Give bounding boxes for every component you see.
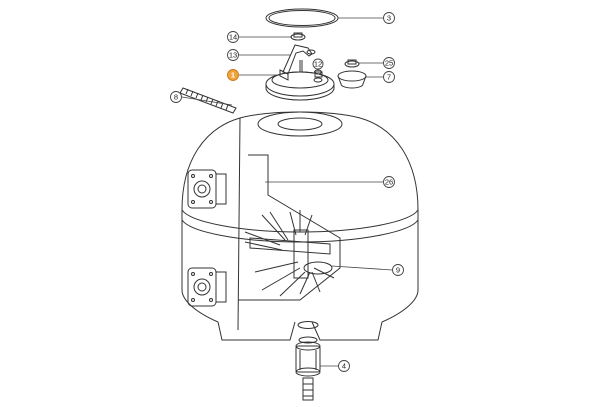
callout-12: 12 (312, 58, 324, 70)
callout-14: 14 (227, 31, 239, 43)
gauge-adapter-part (337, 59, 367, 89)
callout-25-label: 25 (385, 59, 393, 68)
callout-4-label: 4 (342, 362, 346, 371)
tank-body (181, 111, 419, 341)
callout-3: 3 (383, 12, 395, 24)
callout-14-label: 14 (229, 33, 237, 42)
callout-8-label: 8 (174, 93, 178, 102)
drain-assembly-part (295, 321, 321, 401)
threaded-rod-part (179, 87, 237, 114)
handle-part (279, 44, 316, 81)
callout-12-label: 12 (314, 60, 322, 69)
handle-nut-part (290, 32, 306, 41)
callout-26: 26 (383, 176, 395, 188)
callout-1-label: 1 (231, 71, 235, 80)
callout-9: 9 (392, 264, 404, 276)
callout-leaders (181, 17, 393, 367)
lid-part (265, 71, 335, 101)
callout-9-label: 9 (396, 266, 400, 275)
callout-8: 8 (170, 91, 182, 103)
o-ring-part (265, 8, 339, 28)
callout-3-label: 3 (387, 14, 391, 23)
callout-4: 4 (338, 360, 350, 372)
callout-7: 7 (383, 71, 395, 83)
callout-13: 13 (227, 49, 239, 61)
callout-26-label: 26 (385, 178, 393, 187)
vent-screw-part (313, 69, 323, 83)
lower-flange-port (187, 267, 227, 307)
callout-13-label: 13 (229, 51, 237, 60)
upper-flange-port (187, 169, 227, 209)
callout-7-label: 7 (387, 73, 391, 82)
callout-25: 25 (383, 57, 395, 69)
callout-1: 1 (227, 69, 239, 81)
cutaway-interior (238, 154, 341, 301)
